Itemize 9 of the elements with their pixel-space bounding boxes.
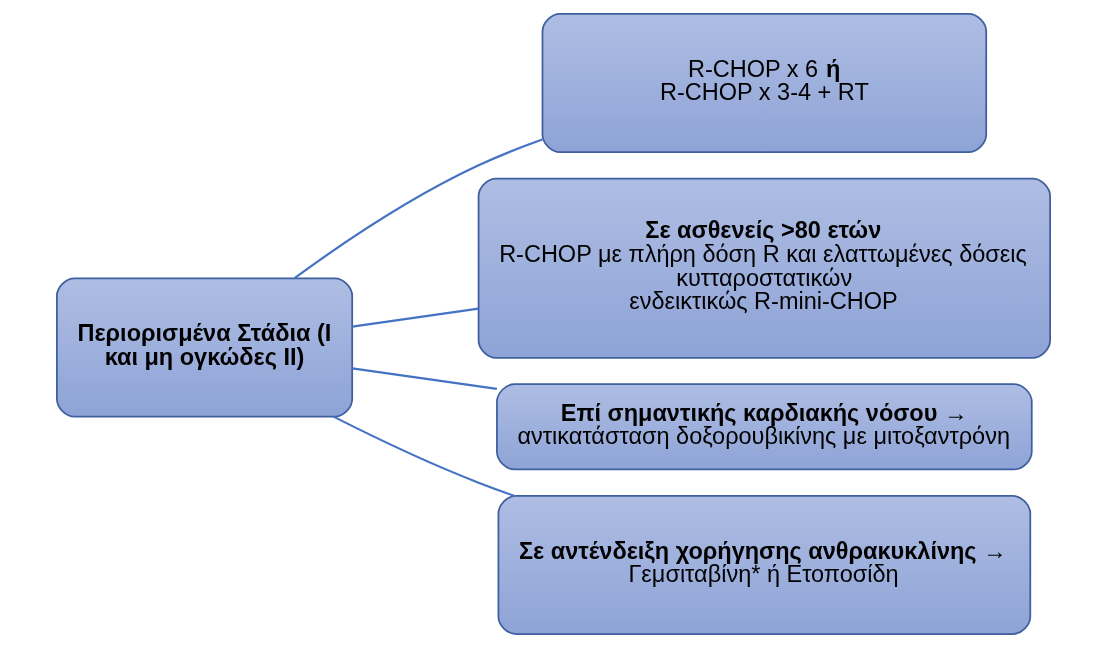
connector: [333, 415, 515, 497]
node-box: R-CHOP x 6 ή R-CHOP x 3-4 + RT: [541, 13, 988, 153]
node-box: Επί σημαντικής καρδιακής νόσου → αντικατάσταση δοξορουβικίνης με μιτοξαντρόνη: [496, 383, 1033, 471]
node-box: Σε ασθενείς >80 ετών R-CHOP με πλήρη δόση R και ελαττωμένες δόσεις κυτταροστατικών ενδεικτικώς R-mini-CHOP: [477, 177, 1051, 359]
connector: [352, 307, 479, 328]
node-box: Σε αντένδειξη χορήγησης ανθρακυκλίνης → Γεμσιταβίνη* ή Ετοποσίδη: [497, 495, 1032, 635]
node-box: Περιορισμένα Στάδια (Ι και μη ογκώδες ΙΙ): [56, 277, 354, 418]
connector: [352, 367, 498, 391]
connector: [293, 138, 543, 279]
